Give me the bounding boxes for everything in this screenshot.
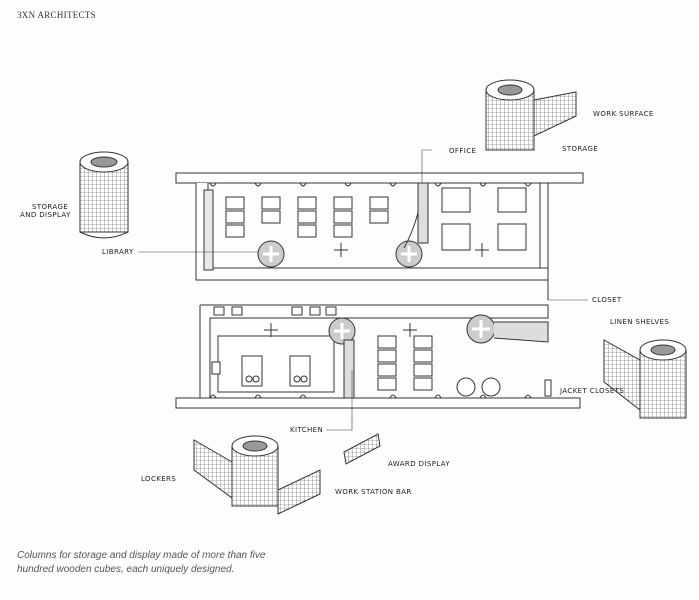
storage-display-column xyxy=(79,151,129,239)
label-jacket-closets: JACKET CLOSETS xyxy=(560,387,625,395)
label-award-display: AWARD DISPLAY xyxy=(388,460,451,468)
library-tables xyxy=(225,196,389,238)
caption-line-2: hundred wooden cubes, each uniquely desi… xyxy=(17,564,235,575)
label-kitchen: KITCHEN xyxy=(290,426,324,434)
label-work-station-bar: WORK STATION BAR xyxy=(335,488,412,496)
linen-shelves-column xyxy=(603,339,687,419)
label-office: OFFICE xyxy=(449,147,477,155)
label-storage-display-2: AND DISPLAY xyxy=(20,211,71,219)
award-display-shelf xyxy=(343,433,381,465)
office-desks xyxy=(441,187,527,251)
lockers-column xyxy=(193,435,321,515)
label-library: LIBRARY xyxy=(102,248,134,256)
label-work-surface: WORK SURFACE xyxy=(593,110,654,118)
leader-lines xyxy=(138,149,588,431)
label-linen-shelves: LINEN SHELVES xyxy=(610,318,670,326)
figure-caption: Columns for storage and display made of … xyxy=(17,549,357,577)
lower-floor-plan xyxy=(175,304,581,409)
label-storage-display-1: STORAGE xyxy=(32,203,69,211)
kitchen-block xyxy=(211,335,335,393)
label-storage: STORAGE xyxy=(562,145,599,153)
caption-line-1: Columns for storage and display made of … xyxy=(17,550,266,561)
upper-floor-plan xyxy=(175,172,584,300)
publisher-header: 3XN ARCHITECTS xyxy=(17,10,96,20)
lower-tables xyxy=(377,335,433,391)
work-surface-column xyxy=(485,79,577,151)
label-lockers: LOCKERS xyxy=(141,475,177,483)
label-closet: CLOSET xyxy=(592,296,622,304)
column-ticks-top xyxy=(209,182,532,187)
